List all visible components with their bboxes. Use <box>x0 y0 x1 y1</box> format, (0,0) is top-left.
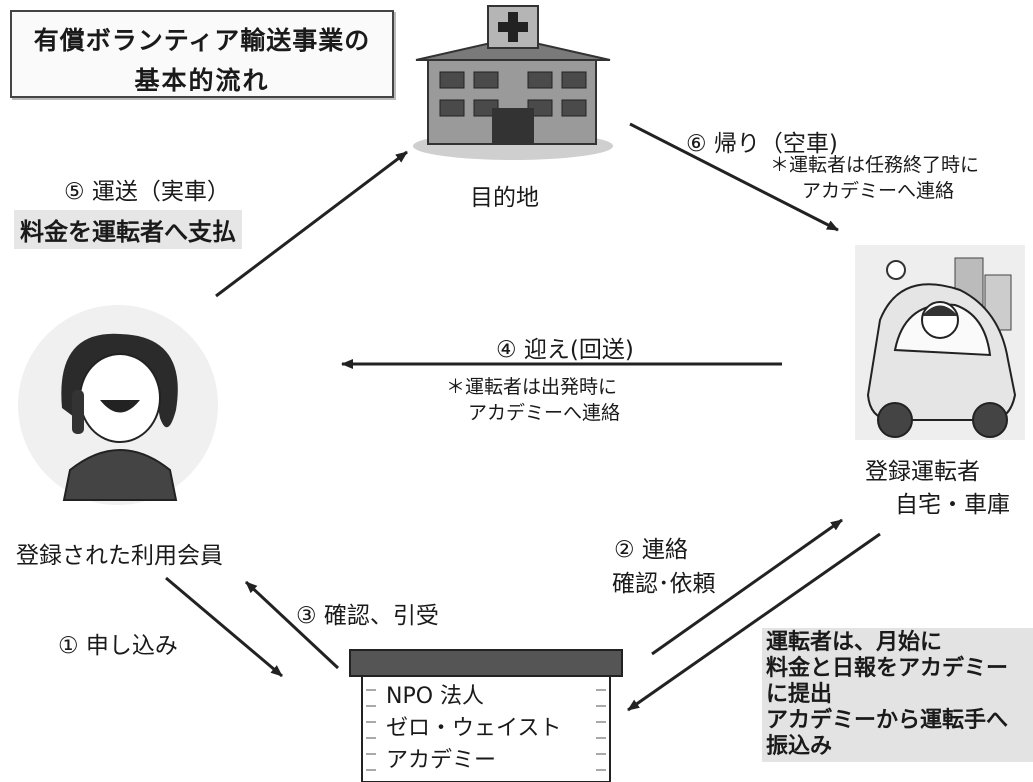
arrow-contact <box>651 518 843 656</box>
arrow-apply <box>165 576 283 678</box>
driver-label-line2: 自宅・車庫 <box>895 492 1010 518</box>
step4-label: ④ 迎え(回送) <box>496 337 634 363</box>
destination-label: 目的地 <box>470 185 539 211</box>
driver-report-line2: 料金と日報をアカデミー <box>766 656 1009 681</box>
arrow-return <box>629 122 839 232</box>
step3-label: ③ 確認、引受 <box>296 603 439 629</box>
arrow-transport <box>215 150 408 298</box>
driver-report-note: 運転者は、月始に 料金と日報をアカデミー に提出 アカデミーから運転手へ 振込み <box>762 628 1033 762</box>
driver-report-line3: に提出 <box>766 682 833 707</box>
driver-car-icon <box>855 245 1025 440</box>
driver-report-line5: 振込み <box>766 734 833 759</box>
step5-label: ⑤ 運送（実車） <box>64 179 230 205</box>
diagram-title-line2: 基本的流れ <box>134 66 270 95</box>
step6-note-line1: ＊運転者は任務終了時に <box>770 154 980 176</box>
npo-label-line3: アカデミー <box>386 748 497 773</box>
step4-note-line2: アカデミーへ連絡 <box>468 402 621 424</box>
npo-label: NPO 法人 ゼロ・ウェイスト アカデミー <box>386 681 582 777</box>
diagram-title-line1: 有償ボランティア輸送事業の <box>33 26 371 55</box>
driver-report-line1: 運転者は、月始に <box>766 630 943 655</box>
step1-label: ① 申し込み <box>58 633 178 659</box>
hospital-icon <box>413 5 613 160</box>
arrow-confirm <box>244 580 340 670</box>
npo-label-line2: ゼロ・ウェイスト <box>386 716 562 741</box>
step6-note-line2: アカデミーへ連絡 <box>802 180 955 202</box>
arrow-driver-report <box>627 532 881 712</box>
member-phone-icon <box>18 305 218 505</box>
step4-note-line1: ＊運転者は出発時に <box>446 376 618 398</box>
diagram-title-box: 有償ボランティア輸送事業の 基本的流れ <box>10 10 394 98</box>
step6-label: ⑥ 帰り（空車) <box>686 131 838 157</box>
member-label: 登録された利用会員 <box>16 543 223 569</box>
npo-label-line1: NPO 法人 <box>386 684 485 709</box>
step2-label-line1: ② 連絡 <box>614 537 688 563</box>
npo-building-icon <box>349 649 623 782</box>
step2-label-line2: 確認･依頼 <box>612 571 716 597</box>
step5-note: 料金を運転者へ支払 <box>14 210 242 249</box>
driver-label-line1: 登録運転者 <box>865 459 980 485</box>
driver-report-line4: アカデミーから運転手へ <box>766 708 1009 733</box>
